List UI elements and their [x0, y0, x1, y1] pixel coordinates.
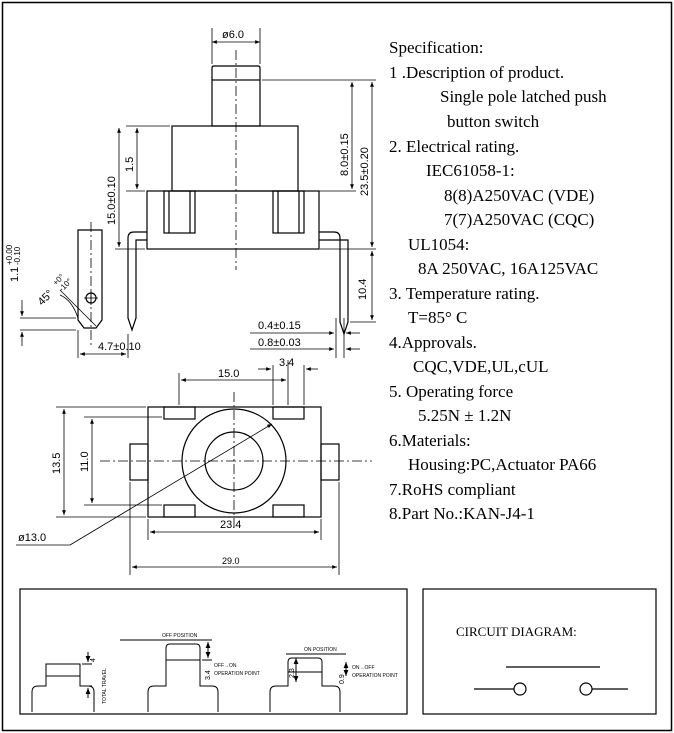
side-view	[77, 65, 349, 336]
on-position-label: ON POSITION	[304, 647, 337, 653]
dim-15-top: 15.0	[218, 368, 239, 380]
circuit-diagram-title: CIRCUIT DIAGRAM:	[456, 624, 577, 639]
contact-left	[513, 682, 527, 696]
dim-13-diameter: ø13.0	[18, 532, 46, 544]
spec-title: Specification:	[389, 38, 483, 57]
spec-line: 4.Approvals.	[389, 333, 477, 352]
dim-actuator-diameter: ø6.0	[222, 29, 244, 41]
actuator-outline	[211, 65, 261, 80]
dim-1-1-minus: -0.10	[13, 246, 22, 265]
spec-line: 5. Operating force	[389, 382, 513, 401]
spec-line: T=85° C	[408, 308, 467, 327]
off-position-label: OFF POSITION	[162, 633, 198, 639]
value-0-9: 0.9	[339, 674, 346, 684]
value-2-3: 2.3	[289, 668, 296, 678]
on-to-off-label: ON→OFF	[352, 665, 375, 671]
dim-0-8: 0.8±0.03	[258, 337, 301, 349]
spec-line: 2. Electrical rating.	[389, 137, 519, 156]
spec-line: CQC,VDE,UL,cUL	[413, 357, 549, 376]
top-view	[129, 406, 340, 518]
upper-housing	[171, 125, 299, 192]
spec-line: 7(7)A250VAC (CQC)	[444, 210, 594, 229]
spec-line: 6.Materials:	[389, 431, 471, 450]
dim-1-1-plus: +0.00	[5, 244, 14, 265]
total-travel-label: TOTAL TRAVEL	[102, 668, 108, 704]
spec-line: Single pole latched push	[440, 87, 607, 106]
operation-point-label-2: OPERATION POINT	[352, 673, 398, 679]
spec-line: button switch	[447, 112, 540, 131]
travel-value: 4	[90, 658, 97, 662]
dim-4-7: 4.7±0.10	[98, 341, 141, 353]
dim-23-5: 23.5±0.20	[359, 147, 371, 196]
dim-1-5: 1.5	[124, 157, 136, 172]
circuit-symbol	[474, 666, 628, 696]
value-3-4: 3.4	[205, 670, 212, 680]
dim-11: 11.0	[79, 451, 91, 472]
specification-block: Specification: 1 .Description of product…	[389, 38, 607, 523]
spec-line: 7.RoHS compliant	[389, 480, 516, 499]
main-housing	[146, 190, 320, 250]
dim-angle: 45°	[36, 288, 56, 308]
dim-1-1: 1.1	[9, 267, 21, 282]
spec-line: 5.25N ± 1.2N	[418, 406, 511, 425]
operation-panel	[19, 588, 408, 715]
dim-23-4: 23.4	[220, 519, 241, 531]
dim-13-5: 13.5	[51, 453, 63, 474]
top-housing	[147, 406, 322, 518]
dim-3-4: 3.4	[279, 357, 294, 369]
dim-15: 15.0±0.10	[106, 176, 118, 225]
spec-line: UL1054:	[408, 235, 469, 254]
operation-point-label-1: OPERATION POINT	[214, 671, 260, 677]
spec-line: 8A 250VAC, 16A125VAC	[418, 259, 598, 278]
left-tab	[77, 229, 103, 329]
dim-10-4: 10.4	[357, 279, 369, 300]
dim-8: 8.0±0.15	[339, 133, 351, 176]
circuit-panel	[422, 588, 657, 715]
spec-line: 8(8)A250VAC (VDE)	[444, 186, 594, 205]
operation-diagrams	[31, 639, 349, 712]
left-terminal	[127, 231, 147, 332]
spec-line: 3. Temperature rating.	[389, 284, 540, 303]
right-terminal	[319, 231, 349, 336]
dim-29: 29.0	[222, 556, 240, 566]
dim-0-4: 0.4±0.15	[258, 320, 301, 332]
spec-line: IEC61058-1:	[426, 161, 515, 180]
spec-line: 8.Part No.:KAN-J4-1	[389, 504, 535, 523]
spec-line: 1 .Description of product.	[389, 63, 564, 82]
off-to-on-label: OFF→ON	[214, 663, 237, 669]
contact-right	[579, 682, 593, 696]
spec-line: Housing:PC,Actuator PA66	[408, 455, 596, 474]
